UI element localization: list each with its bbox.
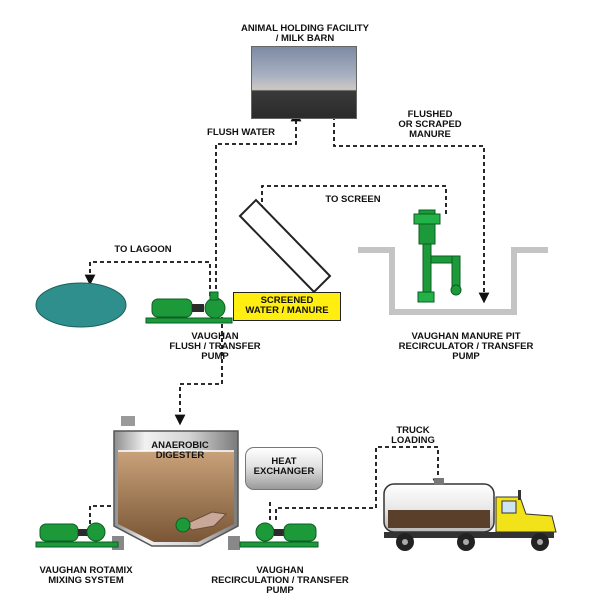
digester-label: ANAEROBIC DIGESTER [151,440,209,461]
truck-loading-line [275,446,444,520]
recirculation-pump [239,522,319,548]
flow-lines [84,110,490,527]
heat-exchanger-label: HEAT EXCHANGER [253,456,315,477]
screened-water-label: SCREENED WATER / MANURE [245,295,329,316]
screened-water-box: SCREENED WATER / MANURE [233,292,341,321]
tanker-truck [383,478,557,551]
manure-pit [358,247,548,315]
pit-pump-label: VAUGHAN MANURE PIT RECIRCULATOR / TRANSF… [398,331,534,362]
rotamix-pump [35,522,119,548]
lagoon [35,282,127,328]
to-digester-line [174,310,223,426]
barn-label: ANIMAL HOLDING FACILITY / MILK BARN [240,23,370,44]
flush-pump-label: VAUGHAN FLUSH / TRANSFER PUMP [169,331,261,362]
rotamix-label: VAUGHAN ROTAMIX MIXING SYSTEM [39,565,133,586]
flush-transfer-pump [145,291,233,324]
flush-water-line [215,110,302,296]
flushed-manure-line [333,116,490,304]
to-lagoon-label: TO LAGOON [114,244,172,255]
heat-exchanger: HEAT EXCHANGER [245,447,323,490]
truck-loading-label: TRUCK LOADING [391,425,435,446]
screen-separator [238,198,332,294]
anaerobic-digester [112,416,240,550]
pit-pump [413,209,462,303]
to-lagoon-line [84,261,211,296]
recirc-pump-label: VAUGHAN RECIRCULATION / TRANSFER PUMP [211,565,349,596]
flush-water-label: FLUSH WATER [207,127,275,138]
barn-photo [251,46,357,119]
flushed-manure-label: FLUSHED OR SCRAPED MANURE [398,109,462,140]
to-screen-label: TO SCREEN [325,194,381,205]
to-screen-line [256,185,447,222]
